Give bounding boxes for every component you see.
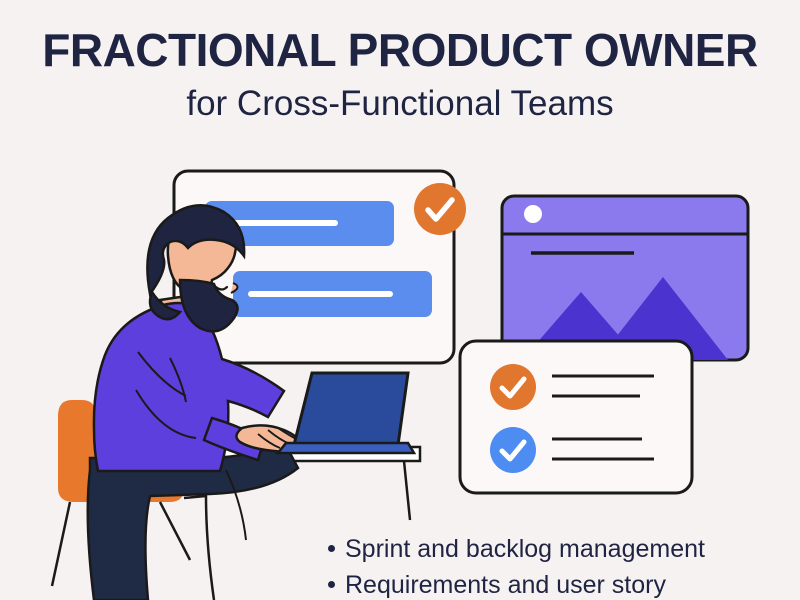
bullet-dot-icon <box>328 545 335 552</box>
document-bar <box>233 271 432 317</box>
document-card <box>172 169 466 365</box>
checklist-card <box>458 339 694 495</box>
list-item-label: Sprint and backlog management <box>345 535 705 563</box>
checklist-row <box>490 427 654 473</box>
laptop <box>275 371 417 455</box>
bullet-dot-icon <box>328 581 335 588</box>
list-item: Requirements and user story <box>328 570 788 600</box>
browser-window-purple <box>500 194 750 362</box>
page-title: FRACTIONAL PRODUCT OWNER <box>42 24 758 76</box>
heading-block: FRACTIONAL PRODUCT OWNER for Cross-Funct… <box>0 26 800 123</box>
page-subtitle: for Cross-Functional Teams <box>186 83 614 123</box>
person-typing-on-laptop <box>86 204 304 600</box>
list-item-label: Requirements and user story <box>345 571 666 599</box>
window-dot-icon <box>524 205 542 223</box>
check-circle-orange-icon <box>414 183 466 235</box>
document-bar <box>205 201 394 246</box>
check-circle-blue-icon <box>490 427 536 473</box>
check-circle-orange-icon <box>490 364 536 410</box>
checklist-row <box>490 364 654 410</box>
feature-bullet-list: Sprint and backlog management Requiremen… <box>328 534 788 600</box>
list-item: Sprint and backlog management <box>328 534 788 570</box>
